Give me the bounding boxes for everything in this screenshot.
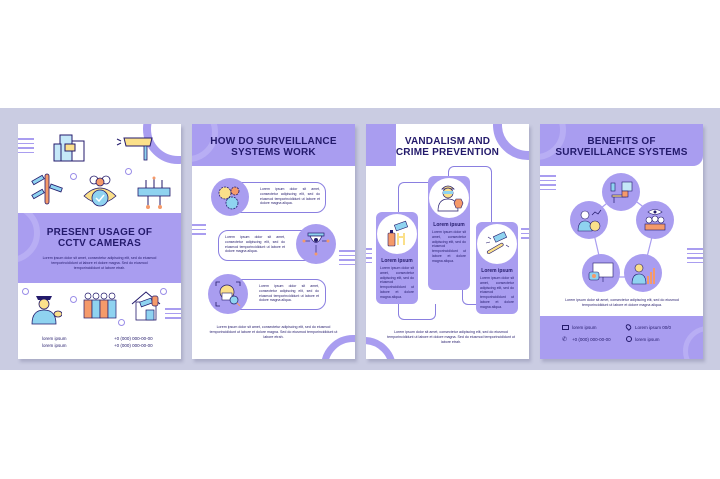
cctv-camera-icon	[116, 137, 153, 161]
contact-label: lorem ipsum	[42, 343, 67, 348]
hooligan-stop-icon	[429, 178, 469, 218]
network-device-icon	[137, 176, 171, 209]
verified-crowd-icon	[83, 175, 117, 207]
footer-text: Lorem ipsum dolor sit amet, consectetur …	[387, 330, 515, 344]
brochure-page-how-systems-work: HOW DO SURVEILLANCE SYSTEMS WORK Lorem i…	[192, 124, 355, 359]
business-growth-icon	[570, 201, 608, 239]
title-block: HOW DO SURVEILLANCE SYSTEMS WORK	[192, 124, 355, 166]
contact-phone: +0 (000) 000-00-00	[114, 343, 153, 348]
decorative-lines	[521, 228, 529, 239]
info-column: Lorem ipsum Lorem ipsum dolor sit amet, …	[428, 176, 470, 290]
title-line-2: SURVEILLANCE SYSTEMS	[555, 147, 688, 158]
body-text: Lorem ipsum dolor sit amet, consectetur …	[565, 298, 679, 307]
decorative-lines	[165, 308, 181, 319]
decorative-lines	[192, 224, 206, 235]
contact-website: lorem ipsum	[635, 337, 660, 342]
decorative-dot	[70, 296, 77, 303]
contact-footer: lorem ipsum Lorem ipsum 00/0 ✆ +0 (000) …	[540, 316, 703, 359]
decorative-lines	[366, 248, 372, 263]
title-line-1: HOW DO SURVEILLANCE	[210, 136, 337, 147]
mail-icon	[562, 325, 569, 330]
phone-icon: ✆	[562, 337, 568, 343]
decorative-arc	[683, 326, 703, 359]
manager-chart-icon	[624, 254, 662, 292]
decorative-lines	[687, 248, 703, 263]
face-recognition-icon	[208, 274, 248, 314]
smart-home-icon	[131, 291, 161, 321]
info-column: Lorem ipsum Lorem ipsum dolor sit amet, …	[476, 222, 518, 314]
column-text: Lorem ipsum dolor sit amet, consectetur …	[380, 266, 414, 299]
contact-phone: +0 (000) 000-00-00	[114, 336, 153, 341]
decorative-dot	[160, 288, 167, 295]
title-line-2: CCTV CAMERAS	[58, 238, 141, 249]
gears-icon	[211, 178, 249, 216]
connector-line	[462, 290, 484, 305]
decorative-arc	[493, 124, 529, 160]
info-text: Lorem ipsum dolor sit amet, consectetur …	[259, 284, 319, 303]
office-buildings-icon	[53, 134, 85, 162]
contact-mail: lorem ipsum	[572, 325, 597, 330]
title-line-1: BENEFITS OF	[587, 136, 656, 147]
page-title: HOW DO SURVEILLANCE SYSTEMS WORK	[192, 136, 355, 158]
title-block: PRESENT USAGE OF CCTV CAMERAS Lorem ipsu…	[18, 213, 181, 283]
decorative-lines	[540, 175, 556, 190]
title-block: BENEFITS OF SURVEILLANCE SYSTEMS	[540, 124, 703, 166]
location-pin-icon	[624, 323, 633, 331]
title-line-1: PRESENT USAGE OF	[46, 227, 153, 238]
column-heading: Lorem ipsum	[481, 268, 513, 274]
title-corner-block	[366, 124, 396, 166]
wall-cameras-icon	[31, 173, 63, 205]
info-text: Lorem ipsum dolor sit amet, consectetur …	[260, 187, 320, 206]
decorative-dot	[125, 168, 132, 175]
page-title: VANDALISM AND CRIME PREVENTION	[366, 136, 529, 158]
info-text: Lorem ipsum dolor sit amet, consectetur …	[225, 235, 285, 254]
title-line-2: SYSTEMS WORK	[231, 147, 316, 158]
decorative-lines	[339, 250, 355, 265]
graffiti-spray-icon	[377, 214, 417, 254]
monitor-camera-icon	[582, 254, 620, 292]
watched-team-icon	[636, 201, 674, 239]
page-title: BENEFITS OF SURVEILLANCE SYSTEMS	[540, 136, 703, 158]
title-line-2: CRIME PREVENTION	[395, 147, 500, 158]
brochure-page-cctv-usage: PRESENT USAGE OF CCTV CAMERAS Lorem ipsu…	[18, 124, 181, 359]
security-guard-icon	[31, 296, 62, 325]
page-title: PRESENT USAGE OF CCTV CAMERAS	[18, 227, 181, 249]
column-heading: Lorem ipsum	[381, 258, 413, 264]
decorative-dot	[70, 173, 77, 180]
crowd-icon	[83, 292, 117, 319]
decorative-dot	[22, 288, 29, 295]
connector-line	[398, 304, 436, 320]
connector-line	[398, 182, 430, 212]
contact-label: lorem ipsum	[42, 336, 67, 341]
info-column: Lorem ipsum Lorem ipsum dolor sit amet, …	[376, 212, 418, 304]
globe-icon	[626, 336, 632, 342]
contact-address: Lorem ipsum 00/0	[635, 325, 672, 330]
decorative-dot	[118, 319, 125, 326]
brochure-page-surveillance-benefits: BENEFITS OF SURVEILLANCE SYSTEMS Lorem i…	[540, 124, 703, 359]
broken-camera-bat-icon	[477, 224, 517, 264]
column-text: Lorem ipsum dolor sit amet, consectetur …	[432, 230, 466, 263]
body-text: Lorem ipsum dolor sit amet, consectetur …	[42, 256, 157, 270]
remote-office-icon	[602, 173, 640, 211]
dome-camera-network-icon	[296, 224, 336, 264]
decorative-lines	[18, 138, 34, 153]
column-heading: Lorem ipsum	[433, 222, 465, 228]
column-text: Lorem ipsum dolor sit amet, consectetur …	[480, 276, 514, 309]
footer-text: Lorem ipsum dolor sit amet, consectetur …	[209, 325, 338, 339]
contact-phone: +0 (000) 000-00-00	[572, 337, 611, 342]
title-line-1: VANDALISM AND	[404, 136, 491, 147]
brochure-page-vandalism-prevention: VANDALISM AND CRIME PREVENTION Lorem ips…	[366, 124, 529, 359]
